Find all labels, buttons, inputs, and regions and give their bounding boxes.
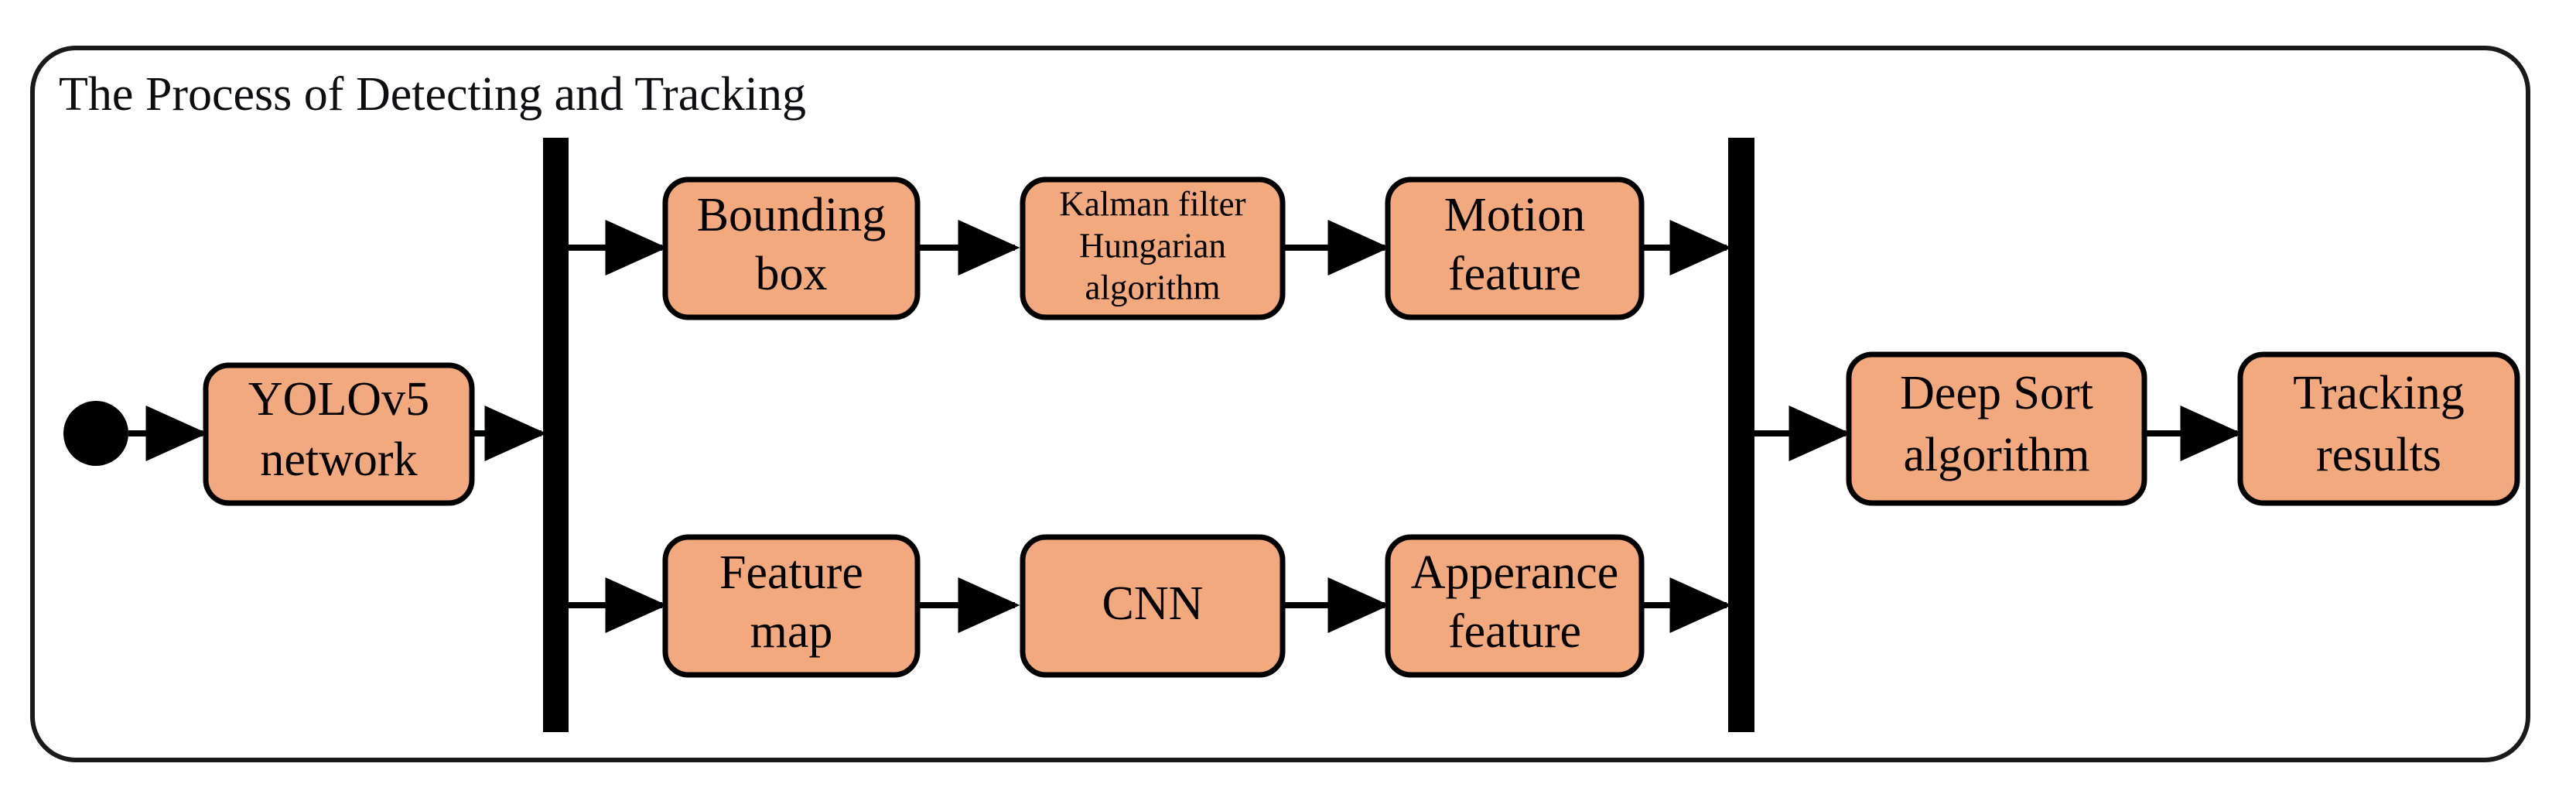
node-apperance-feature-label-line2: feature (1448, 605, 1581, 658)
node-bounding-box-rect[interactable] (662, 176, 921, 320)
node-bounding-box-label-line1: Bounding (697, 189, 887, 241)
node-kalman-hungarian-label-line1: Kalman filter (1059, 184, 1245, 223)
node-motion-feature[interactable]: Motion feature (1385, 176, 1645, 320)
node-bounding-box-label-line2: box (756, 248, 828, 300)
node-apperance-feature-rect[interactable] (1385, 534, 1645, 678)
node-tracking-results-label-line2: results (2316, 429, 2441, 481)
node-feature-map-rect[interactable] (662, 534, 921, 678)
node-yolov5-network-label-line2: network (260, 433, 417, 486)
node-apperance-feature-label-line1: Apperance (1411, 546, 1619, 599)
diagram-frame (30, 46, 2530, 762)
node-deep-sort-algorithm-label-line2: algorithm (1903, 429, 2089, 481)
node-tracking-results-label-line1: Tracking (2293, 367, 2465, 419)
node-apperance-feature[interactable]: Apperance feature (1385, 534, 1645, 678)
fork-bar (543, 138, 569, 732)
node-deep-sort-algorithm[interactable]: Deep Sort algorithm (1846, 351, 2147, 506)
node-kalman-hungarian-rect[interactable] (1020, 176, 1286, 320)
node-yolov5-network-rect[interactable] (203, 362, 475, 506)
node-feature-map[interactable]: Feature map (662, 534, 921, 678)
node-motion-feature-rect[interactable] (1385, 176, 1645, 320)
start-node-icon (63, 401, 128, 466)
node-feature-map-label-line1: Feature (719, 546, 863, 599)
node-motion-feature-label-line2: feature (1448, 248, 1581, 300)
node-cnn-label: CNN (1102, 577, 1204, 630)
join-bar (1728, 138, 1754, 732)
node-yolov5-network-label-line1: YOLOv5 (248, 373, 429, 426)
node-tracking-results-rect[interactable] (2237, 351, 2520, 506)
node-tracking-results[interactable]: Tracking results (2237, 351, 2520, 506)
node-yolov5-network[interactable]: YOLOv5 network (203, 362, 475, 506)
page-title: The Process of Detecting and Tracking (59, 68, 806, 121)
node-kalman-hungarian-label-line2: Hungarian (1079, 226, 1226, 265)
node-deep-sort-algorithm-rect[interactable] (1846, 351, 2147, 506)
node-cnn[interactable]: CNN (1020, 534, 1286, 678)
node-kalman-hungarian[interactable]: Kalman filter Hungarian algorithm (1020, 176, 1286, 320)
node-deep-sort-algorithm-label-line1: Deep Sort (1900, 367, 2093, 419)
node-feature-map-label-line2: map (750, 605, 833, 658)
node-cnn-rect[interactable] (1020, 534, 1286, 678)
node-kalman-hungarian-label-line3: algorithm (1085, 268, 1221, 306)
node-bounding-box[interactable]: Bounding box (662, 176, 921, 320)
node-motion-feature-label-line1: Motion (1444, 189, 1586, 241)
